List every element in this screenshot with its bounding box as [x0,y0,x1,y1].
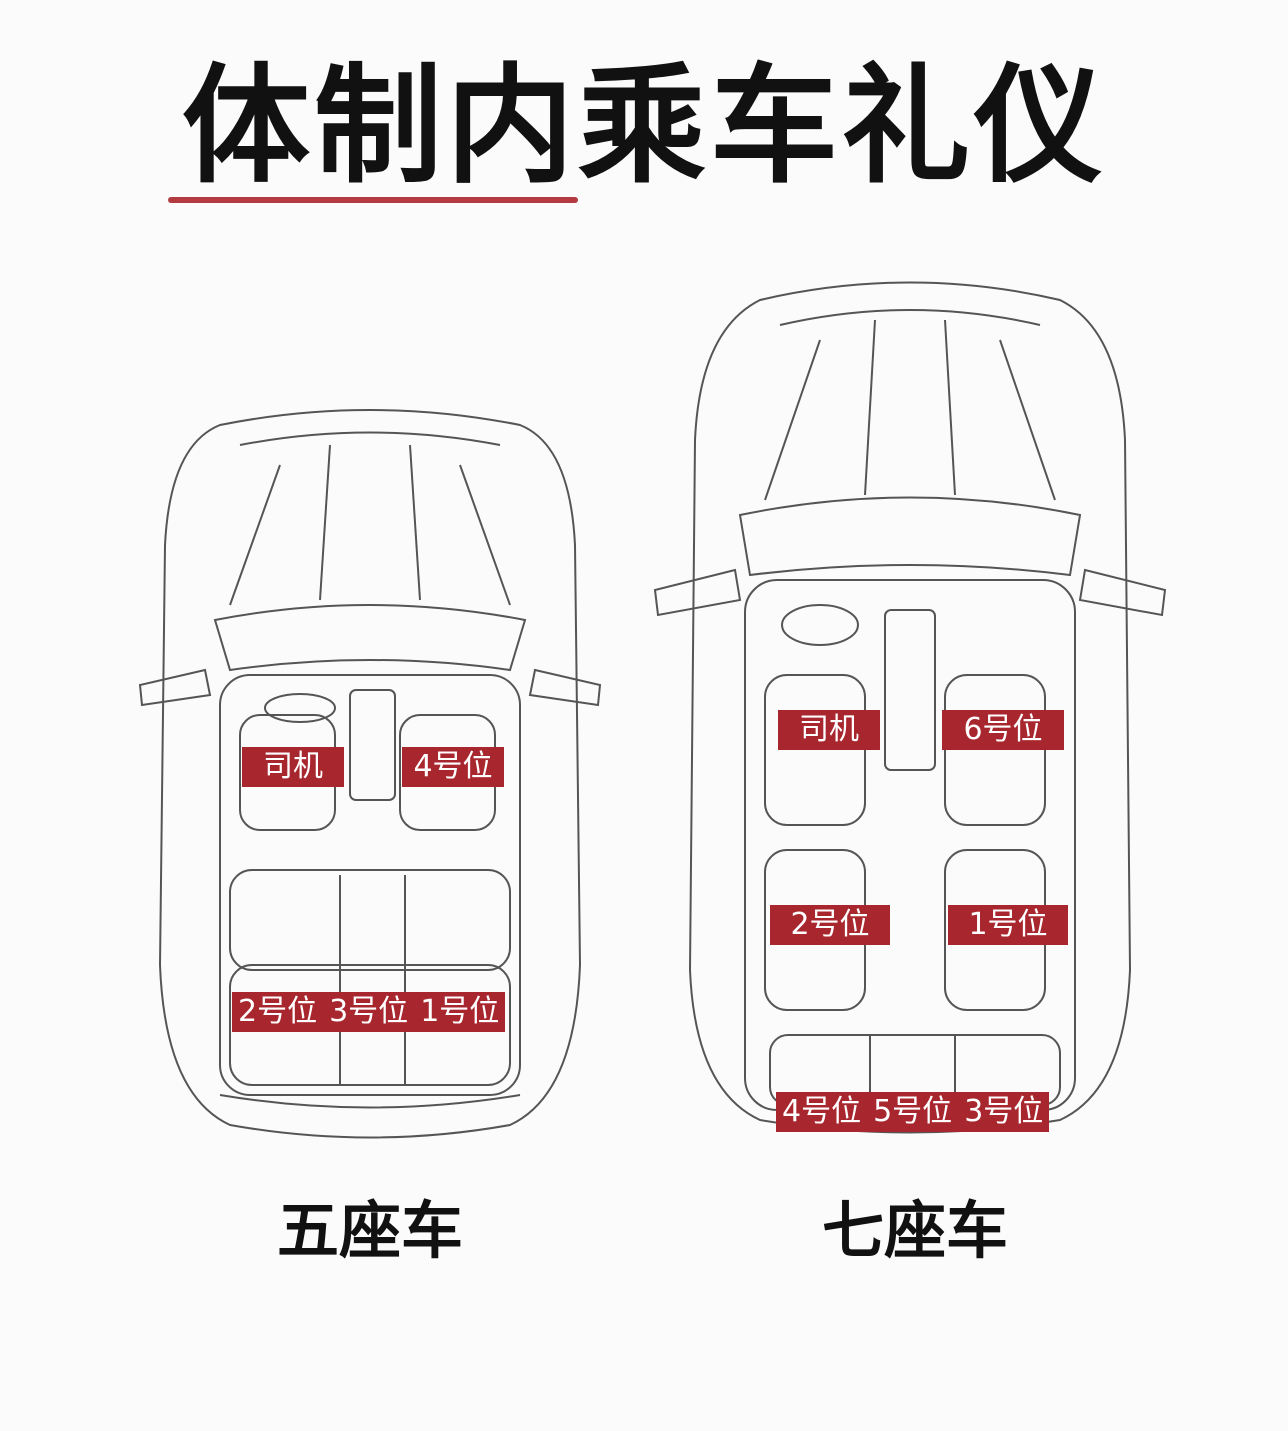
seven-seat-rear-row: 4号位 5号位 3号位 [776,1092,1050,1132]
five-seat-rear-row: 2号位 3号位 1号位 [232,992,506,1032]
seven-seat-caption: 七座车 [821,1194,1008,1267]
seven-seat-car-outline [653,281,1167,1134]
five-seat-passenger-label: 4号位 [402,747,504,787]
five-seat-rear-middle-label: 3号位 [329,994,409,1029]
seven-seat-middle-left-label: 2号位 [770,905,890,945]
seven-seat-rear-middle-label: 5号位 [873,1094,953,1129]
seven-seat-middle-right-label: 1号位 [948,905,1068,945]
title-underline [168,197,578,203]
five-seat-rear-left-label: 2号位 [238,994,318,1029]
seven-seat-rear-left-label: 4号位 [782,1094,862,1129]
seven-seat-car: 司机 6号位 2号位 1号位 4号位 5号位 3号位 [650,270,1170,1140]
five-seat-caption: 五座车 [276,1194,463,1267]
seven-seat-rear-right-label: 3号位 [964,1094,1044,1129]
five-seat-car: 司机 4号位 2号位 3号位 1号位 [130,405,610,1145]
page-title: 体制内乘车礼仪 [181,52,1106,201]
seven-seat-passenger-label: 6号位 [942,710,1064,750]
five-seat-car-outline [138,409,602,1139]
five-seat-rear-right-label: 1号位 [420,994,500,1029]
seven-seat-driver-label: 司机 [778,710,880,750]
five-seat-driver-label: 司机 [242,747,344,787]
